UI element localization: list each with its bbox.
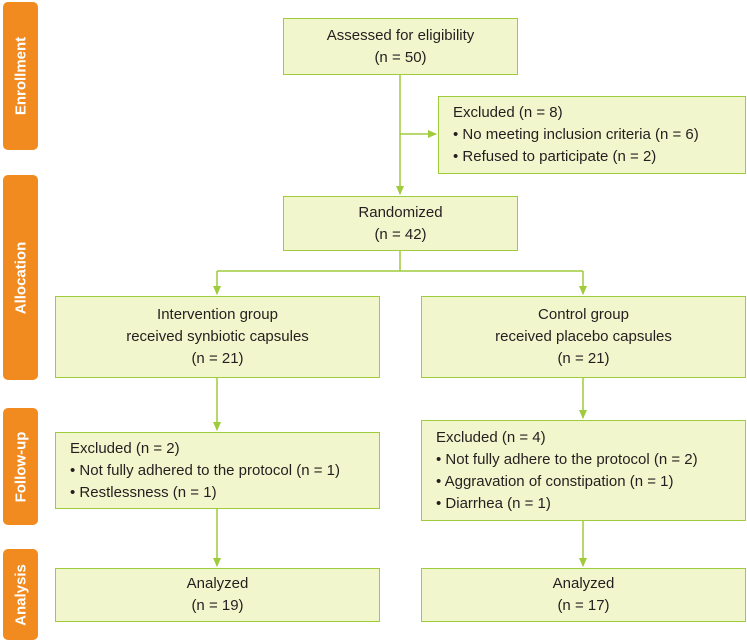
randomized-box: Randomized (n = 42) xyxy=(283,196,518,251)
excluded-enrollment-item: No meeting inclusion criteria (n = 6) xyxy=(453,124,745,146)
assessed-title: Assessed for eligibility xyxy=(326,26,475,44)
stage-label-text: Analysis xyxy=(12,563,29,626)
assessed-box: Assessed for eligibility (n = 50) xyxy=(283,18,518,75)
followup-control-box: Excluded (n = 4) Not fully adhere to the… xyxy=(421,420,746,521)
excluded-enrollment-title: Excluded (n = 8) xyxy=(453,104,563,121)
excluded-enrollment-box: Excluded (n = 8) No meeting inclusion cr… xyxy=(438,96,746,174)
followup-control-item: Not fully adhere to the protocol (n = 2) xyxy=(436,449,745,471)
analyzed-control-count: (n = 17) xyxy=(557,597,610,614)
stage-label-followup: Follow-up xyxy=(3,408,38,525)
excluded-enrollment-item: Refused to participate (n = 2) xyxy=(453,146,745,168)
analyzed-control-box: Analyzed (n = 17) xyxy=(421,568,746,622)
followup-control-title: Excluded (n = 4) xyxy=(436,428,546,446)
control-description: received placebo capsules xyxy=(495,328,672,345)
stage-label-text: Allocation xyxy=(12,241,29,314)
intervention-description: received synbiotic capsules xyxy=(126,328,309,345)
control-title: Control group xyxy=(538,306,629,323)
stage-label-text: Enrollment xyxy=(12,36,29,116)
stage-label-analysis: Analysis xyxy=(3,549,38,640)
followup-intervention-item: Restlessness (n = 1) xyxy=(70,482,379,504)
assessed-count: (n = 50) xyxy=(374,48,427,66)
intervention-group-box: Intervention group received synbiotic ca… xyxy=(55,296,380,378)
stage-label-allocation: Allocation xyxy=(3,175,38,380)
stage-label-enrollment: Enrollment xyxy=(3,2,38,150)
randomized-title: Randomized xyxy=(358,203,443,221)
followup-intervention-title: Excluded (n = 2) xyxy=(70,439,180,457)
followup-intervention-box: Excluded (n = 2) Not fully adhered to th… xyxy=(55,432,380,509)
followup-control-item: Aggravation of constipation (n = 1) xyxy=(436,471,745,493)
analyzed-intervention-count: (n = 19) xyxy=(191,597,244,614)
analyzed-control-title: Analyzed xyxy=(552,575,615,592)
intervention-count: (n = 21) xyxy=(191,350,244,367)
randomized-count: (n = 42) xyxy=(374,225,427,243)
followup-intervention-item: Not fully adhered to the protocol (n = 1… xyxy=(70,460,379,482)
stage-label-text: Follow-up xyxy=(12,431,29,502)
control-group-box: Control group received placebo capsules … xyxy=(421,296,746,378)
analyzed-intervention-box: Analyzed (n = 19) xyxy=(55,568,380,622)
intervention-title: Intervention group xyxy=(157,306,278,323)
followup-control-item: Diarrhea (n = 1) xyxy=(436,493,745,515)
analyzed-intervention-title: Analyzed xyxy=(186,575,249,592)
control-count: (n = 21) xyxy=(557,350,610,367)
